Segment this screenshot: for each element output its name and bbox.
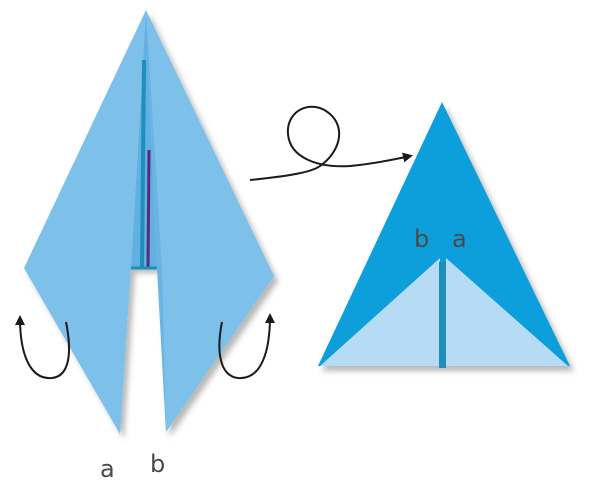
left-kite-right-wing xyxy=(146,10,274,432)
right-triangle-back xyxy=(318,102,570,366)
right-folded-triangle xyxy=(318,102,570,366)
label-b-right-leg: b xyxy=(150,450,165,478)
right-triangle-right-flap xyxy=(446,258,568,366)
label-a-right-figure: a xyxy=(452,225,467,253)
label-a-left-leg: a xyxy=(100,455,115,483)
curved-arrow-icon xyxy=(218,313,275,380)
left-kite-purple-crease xyxy=(146,149,151,269)
label-b-right-figure: b xyxy=(414,225,429,253)
loop-arrow-icon xyxy=(249,105,413,181)
curved-arrow-icon xyxy=(15,315,71,380)
left-kite-teal-crease xyxy=(140,59,146,269)
left-kite-left-wing xyxy=(24,10,146,434)
left-kite-right-edge-shade xyxy=(146,10,166,432)
right-triangle-left-flap xyxy=(320,258,440,366)
right-triangle-center-crease xyxy=(439,262,446,368)
